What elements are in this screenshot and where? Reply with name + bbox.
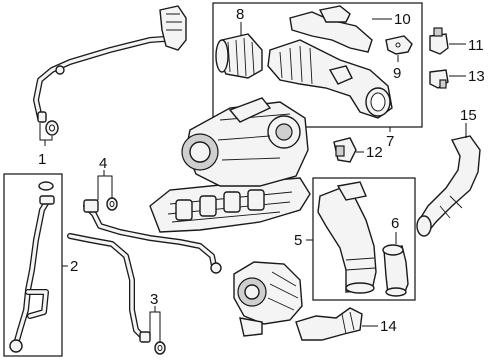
callout-1: 1 [38,151,46,168]
callout-9: 9 [393,65,401,82]
callout-2: 2 [70,258,78,275]
leader-4 [97,175,113,200]
washer-part-3 [154,341,166,355]
callout-13: 13 [468,68,485,85]
hose-part-6 [382,244,409,297]
callout-15: 15 [460,107,477,124]
bracket-part-9 [385,35,413,55]
callout-3: 3 [150,291,158,308]
callout-12: 12 [366,144,383,161]
callout-6: 6 [391,215,399,232]
box-oil-line [3,173,63,357]
leader-3 [149,311,161,342]
sensor-part-12 [333,137,357,163]
air-duct-part-5 [317,181,377,294]
callout-14: 14 [380,318,397,335]
leader-1 [39,123,53,141]
hose-part-14 [295,307,363,341]
callout-5: 5 [294,232,302,249]
washer-part-1 [45,120,59,136]
turbocharger-lower [233,261,303,337]
oil-feed-line [33,5,187,123]
callout-10: 10 [394,11,411,28]
intake-hose-part-10 [289,5,373,53]
box-intake-components [212,2,423,128]
intake-hose-part-8 [215,33,263,79]
washer-part-4 [106,197,118,211]
callout-11: 11 [468,37,484,54]
turbocharger-manifold [149,97,311,233]
oil-return-line [9,181,55,353]
callout-7: 7 [386,133,394,150]
coolant-line [67,199,222,343]
callout-8: 8 [236,6,244,23]
callout-4: 4 [99,155,107,172]
box-air-duct [312,177,416,301]
intake-duct-part-7 [267,39,393,119]
charge-pipe-part-15 [416,135,481,237]
sensor-part-13 [429,69,449,89]
sensor-part-11 [429,27,449,55]
